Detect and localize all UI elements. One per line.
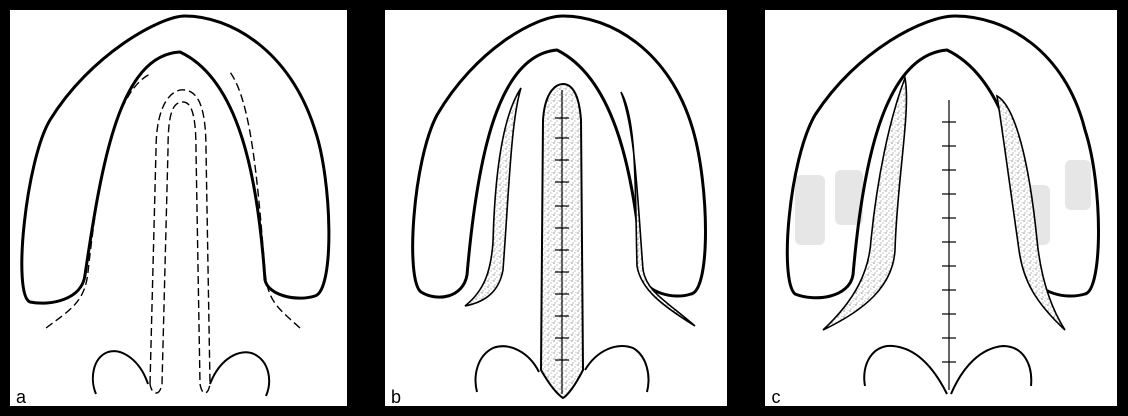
lip-left (93, 351, 148, 394)
panel-label-a: a (10, 388, 32, 406)
panel-b: b (385, 10, 727, 406)
panel-label-b: b (385, 388, 407, 406)
palate-diagram-b (385, 10, 727, 406)
incision-line-right (230, 72, 300, 328)
lip-left (476, 346, 539, 392)
cleft-outline (150, 90, 210, 393)
lip-right (585, 346, 648, 392)
lip-left (864, 346, 947, 394)
palate-diagram-c (765, 10, 1117, 406)
faint-watermark (795, 160, 1091, 245)
panel-c: c (765, 10, 1117, 406)
outer-arch (787, 16, 1098, 298)
palate-diagram-a (10, 10, 347, 406)
lip-right (210, 352, 269, 396)
panel-a: a (10, 10, 347, 406)
lip-right (951, 346, 1031, 394)
panel-label-c: c (765, 388, 787, 406)
outer-arch (22, 16, 329, 303)
incision-line-left (46, 74, 150, 328)
